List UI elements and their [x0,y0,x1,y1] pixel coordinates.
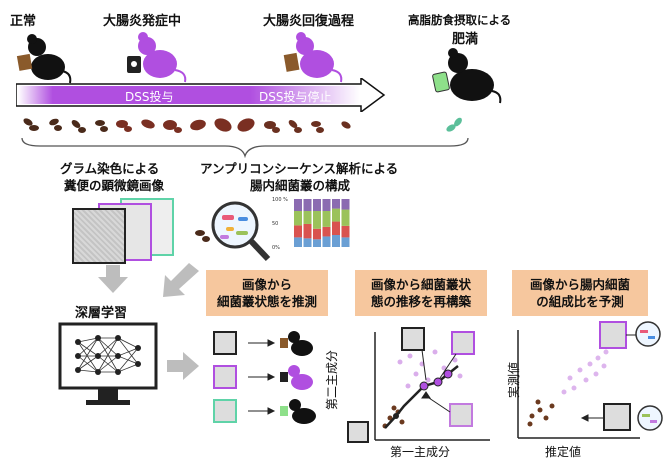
bar-segment [313,199,321,211]
bar-segment [332,208,340,222]
bar-segment [322,236,331,247]
bar-segment [294,225,302,238]
label-gram-2: 糞便の顕微鏡画像 [64,178,165,193]
pca-trajectory-plot [347,327,490,443]
pca-xlabel: 第一主成分 [390,445,451,459]
bar-segment [294,237,302,247]
label-colitis-recovery: 大腸炎回復過程 [263,14,355,29]
composition-prediction-plot [517,321,663,439]
mouse-colitis-icon [127,32,187,83]
bar-segment [303,223,312,239]
bar-segment [332,221,340,235]
feces-row [23,117,462,133]
bar-segment [294,199,302,211]
bar-segment [341,199,350,210]
bar-segment [322,226,331,237]
bar-segment [303,199,312,211]
composition-bar-chart: 100 % 50 0% [272,197,350,251]
bar-segment [332,199,340,209]
task1-box: 画像から細菌叢状態を推測 [206,270,328,316]
bar-segment [313,228,321,240]
task1-line1: 画像から [241,277,292,292]
bar-chart-tick-label: 0% [272,245,280,251]
pred-xlabel: 推定値 [545,445,582,459]
task2-line2: 態の推移を再構築 [370,294,471,309]
mouse-obese-icon [432,48,502,104]
task1-image-mouse-mapping [213,331,316,424]
bar-segment [332,235,340,247]
label-dss-on: DSS投与 [125,90,174,104]
task3-box: 画像から腸内細菌の組成比を予測 [512,270,648,316]
magnifier-bacteria-icon [195,201,271,262]
label-obesity-2: 肥満 [452,32,479,47]
task2-box: 画像から細菌叢状態の推移を再構築 [355,270,487,316]
bar-segment [303,211,312,224]
label-normal: 正常 [10,14,37,29]
label-seq-1: アンプリコンシーケンス解析による [200,161,399,176]
bar-segment [313,239,321,247]
label-deep-learning: 深層学習 [75,306,128,321]
bar-segment [294,211,302,226]
label-colitis-onset: 大腸炎発症中 [103,14,182,29]
bar-segment [341,209,350,226]
task1-line2: 細菌叢状態を推測 [216,294,317,309]
mouse-recovery-icon [283,32,343,83]
arrow-diagonal-icon [163,263,199,297]
task3-line1: 画像から腸内細菌 [529,277,630,292]
arrow-down-icon [98,265,128,293]
bar-segment [322,211,331,227]
microscope-image-main [72,208,126,264]
bar-chart-tick-label: 50 [272,221,278,227]
pred-ylabel: 実測値 [507,361,521,398]
label-obesity-1: 高脂肪食摂取による [408,13,512,27]
bar-segment [303,238,312,247]
task3-line2: の組成比を予測 [536,294,624,309]
monitor-neural-net-icon [58,322,158,405]
label-gram-1: グラム染色による [60,161,160,176]
brace [21,137,469,158]
arrow-right-icon [167,352,199,380]
pca-ylabel: 第二主成分 [325,349,339,410]
mouse-icon [16,34,72,84]
bar-segment [322,199,331,211]
label-seq-2: 腸内細菌叢の構成 [250,178,351,193]
bar-chart-tick-label: 100 % [272,197,288,203]
bar-segment [341,237,350,247]
label-dss-off: DSS投与停止 [259,90,332,104]
timeline-arrow [16,78,386,112]
bar-segment [313,211,321,229]
bar-segment [341,225,350,238]
task2-line1: 画像から細菌叢状 [370,277,471,292]
